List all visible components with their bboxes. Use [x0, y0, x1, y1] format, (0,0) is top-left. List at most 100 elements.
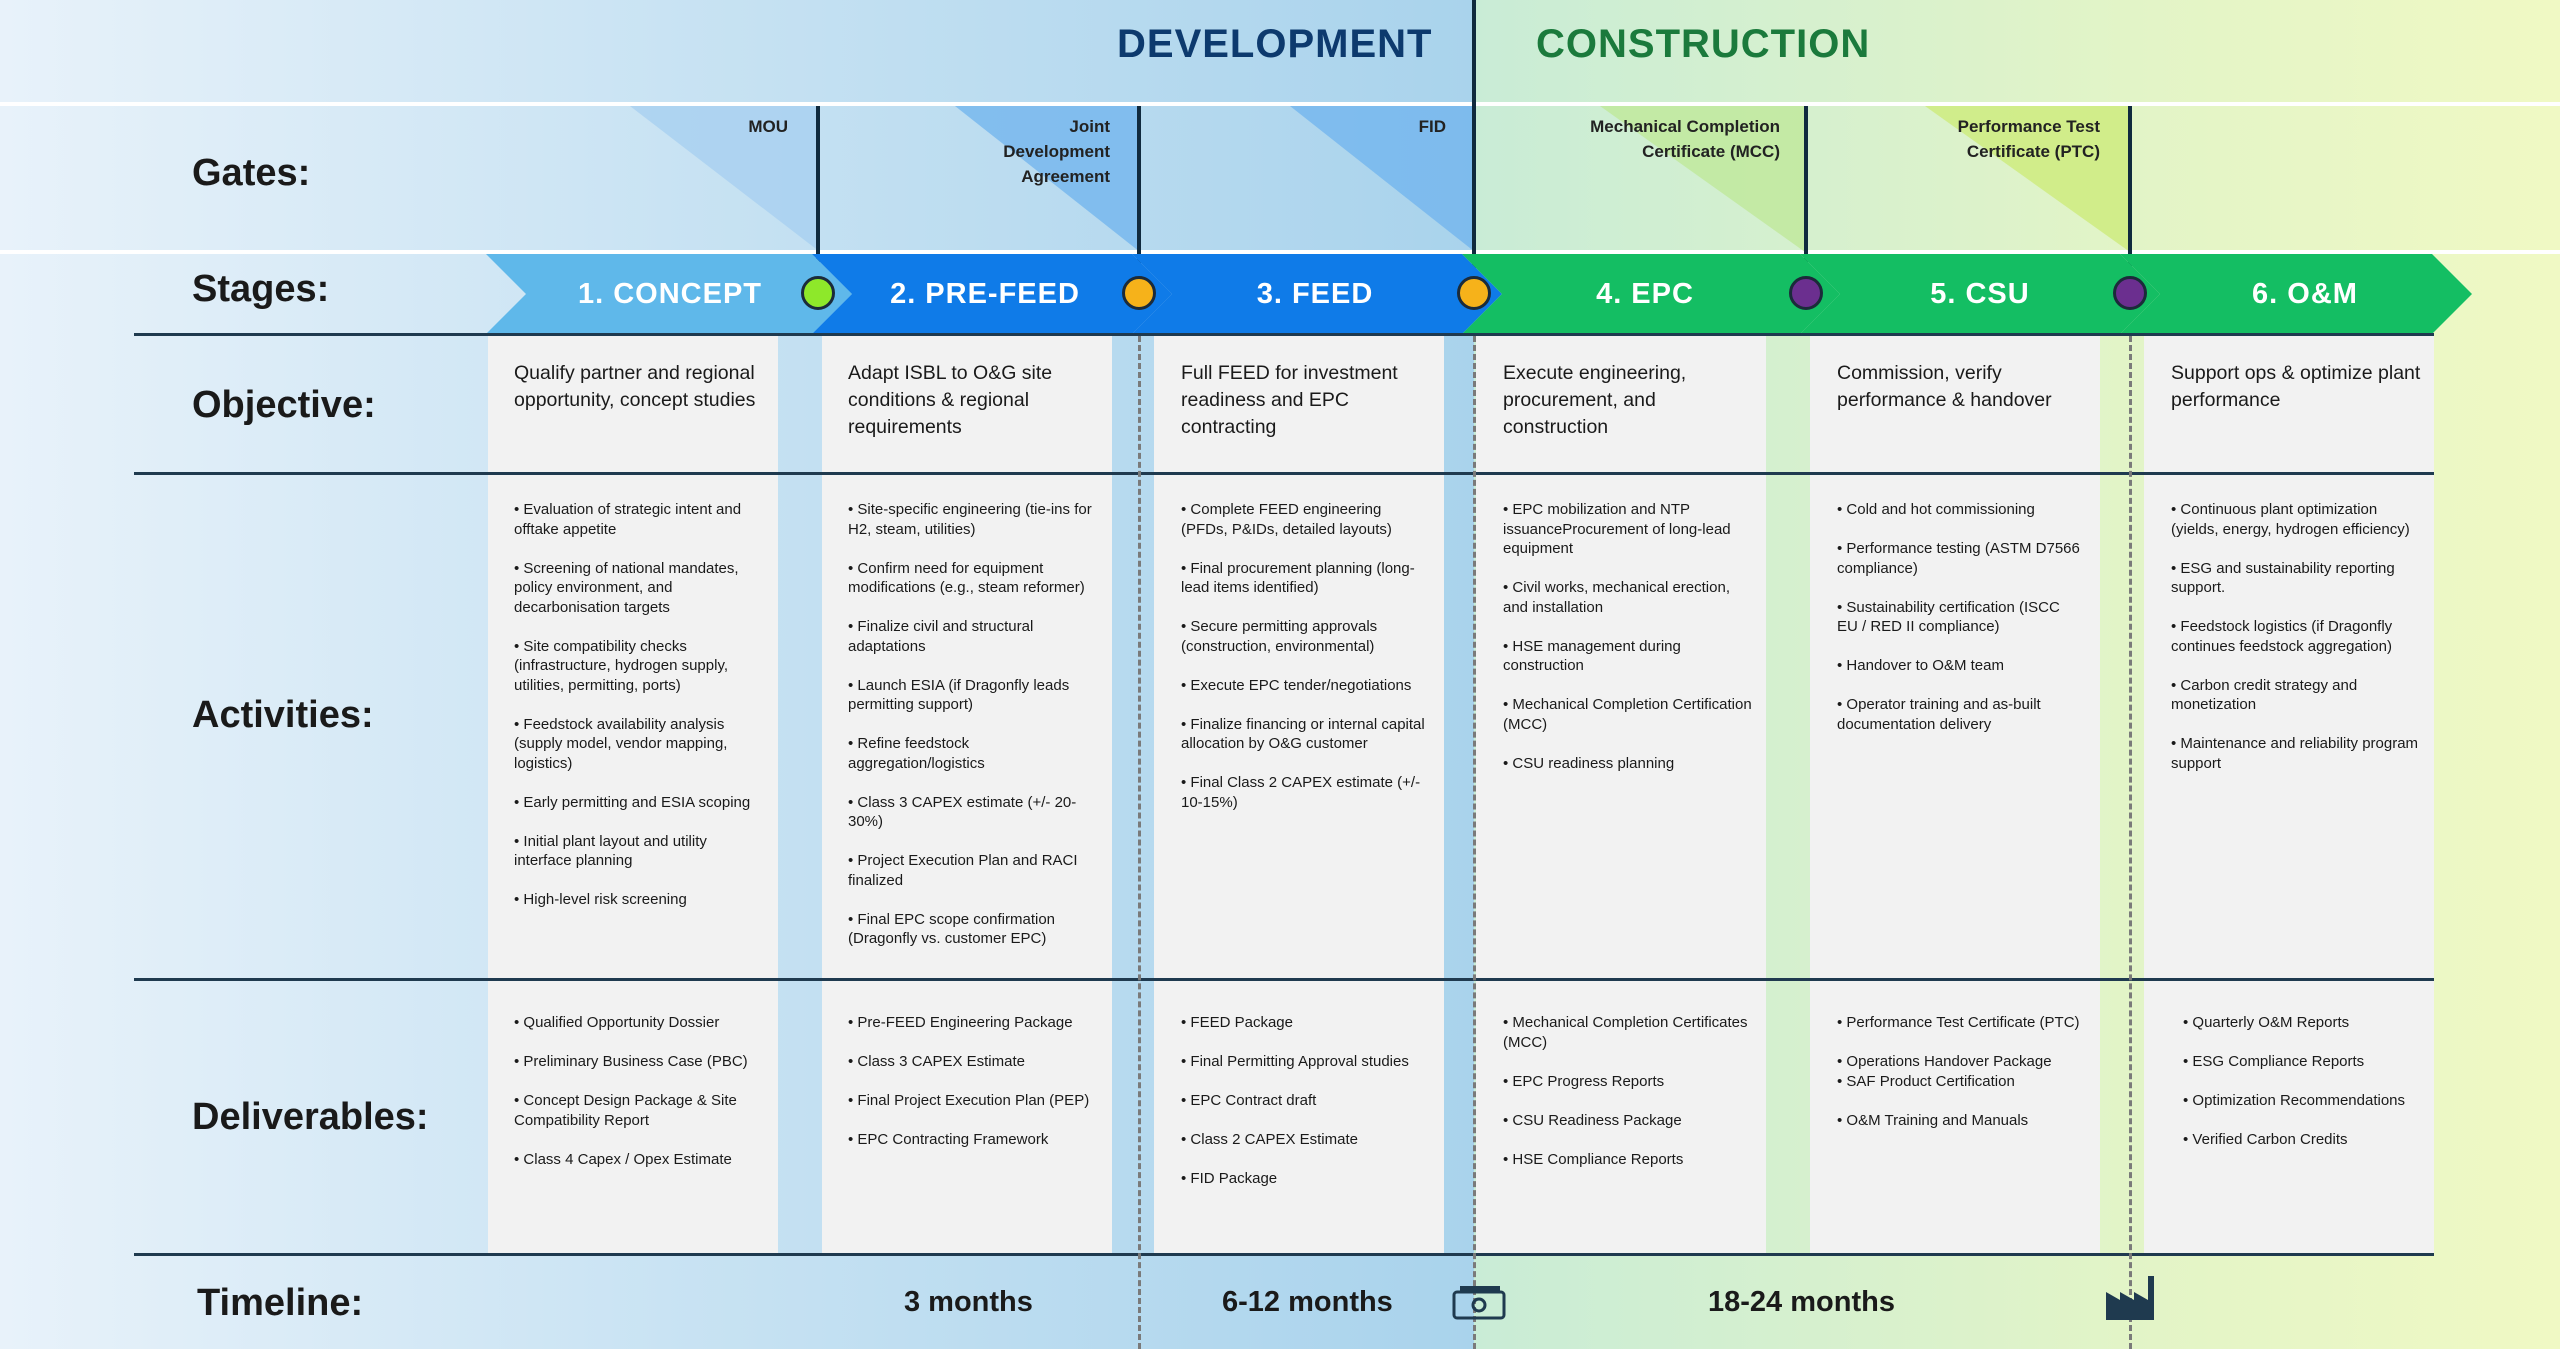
list-item: Cold and hot commissioning — [1837, 500, 2082, 520]
gate-dot-mou — [801, 276, 835, 310]
gate-label-mou: MOU — [748, 117, 788, 136]
row-divider — [134, 978, 2434, 981]
deliverables-concept: Qualified Opportunity Dossier Preliminar… — [514, 1013, 764, 1189]
gate-label-mcc: Mechanical Completion Certificate (MCC) — [1590, 117, 1780, 161]
gate-dashed-line — [2129, 336, 2132, 1349]
divider — [0, 250, 2560, 254]
gate-dot-jda — [1122, 276, 1156, 310]
deliverables-prefeed: Pre-FEED Engineering Package Class 3 CAP… — [848, 1013, 1098, 1169]
divider — [0, 102, 2560, 106]
list-item: Class 4 Capex / Opex Estimate — [514, 1150, 764, 1170]
activities-epc: EPC mobilization and NTP issuanceProcure… — [1503, 500, 1753, 793]
list-item: EPC Progress Reports — [1503, 1072, 1753, 1092]
row-label-gates: Gates: — [192, 152, 311, 194]
list-item: HSE Compliance Reports — [1503, 1150, 1753, 1170]
list-item: Complete FEED engineering (PFDs, P&IDs, … — [1181, 500, 1431, 539]
list-item: Screening of national mandates, policy e… — [514, 559, 754, 618]
list-item: ESG Compliance Reports — [2183, 1052, 2428, 1072]
list-item: Concept Design Package & Site Compatibil… — [514, 1091, 764, 1130]
list-item: Mechanical Completion Certification (MCC… — [1503, 695, 1753, 734]
gate-dashed-line — [1473, 336, 1476, 1349]
deliverables-csu: Performance Test Certificate (PTC) Opera… — [1837, 1013, 2087, 1150]
objective-csu: Commission, verify performance & handove… — [1837, 362, 2052, 411]
list-item: Final Permitting Approval studies — [1181, 1052, 1431, 1072]
gate-label-jda: Joint Development Agreement — [1003, 117, 1110, 186]
objective-epc: Execute engineering, procurement, and co… — [1503, 362, 1687, 438]
factory-icon — [2106, 1276, 2154, 1320]
list-item: HSE management during construction — [1503, 637, 1753, 676]
list-item: Preliminary Business Case (PBC) — [514, 1052, 764, 1072]
stage-epc: 4. EPC — [1596, 277, 1694, 310]
list-item: Quarterly O&M Reports — [2183, 1013, 2428, 1033]
column-csu — [1810, 336, 2100, 1254]
gate-label-ptc: Performance Test Certificate (PTC) — [1957, 117, 2100, 161]
gate-dot-fid — [1457, 276, 1491, 310]
objective-concept: Qualify partner and regional opportunity… — [514, 362, 756, 411]
list-item: O&M Training and Manuals — [1837, 1111, 2087, 1131]
row-label-activities: Activities: — [192, 694, 374, 736]
gate-shading — [630, 106, 820, 252]
stage-csu: 5. CSU — [1930, 277, 2030, 310]
list-item: CSU readiness planning — [1503, 754, 1753, 774]
list-item: Sustainability certification (ISCC EU / … — [1837, 598, 2082, 637]
list-item: Site compatibility checks (infrastructur… — [514, 637, 754, 696]
row-divider — [134, 1253, 2434, 1256]
list-item: Secure permitting approvals (constructio… — [1181, 617, 1431, 656]
activities-concept: Evaluation of strategic intent and offta… — [514, 500, 754, 929]
list-item: Confirm need for equipment modifications… — [848, 559, 1098, 598]
phase-construction-heading: CONSTRUCTION — [1536, 22, 1871, 66]
list-item: Mechanical Completion Certificates (MCC) — [1503, 1013, 1753, 1052]
gate-line — [1137, 106, 1141, 294]
timeline-feed: 6-12 months — [1222, 1286, 1393, 1318]
gate-line — [1804, 106, 1808, 294]
row-label-objective: Objective: — [192, 384, 376, 426]
gate-line — [816, 106, 820, 294]
gate-shading — [1600, 106, 1805, 252]
list-item: Feedstock logistics (if Dragonfly contin… — [2171, 617, 2421, 656]
list-item: Refine feedstock aggregation/logistics — [848, 734, 1098, 773]
list-item: Feedstock availability analysis (supply … — [514, 715, 754, 774]
list-item: ESG and sustainability reporting support… — [2171, 559, 2421, 598]
list-item: Performance Test Certificate (PTC) — [1837, 1013, 2087, 1033]
timeline-construction: 18-24 months — [1708, 1286, 1895, 1318]
list-item: Project Execution Plan and RACI finalize… — [848, 851, 1098, 890]
list-item: Finalize financing or internal capital a… — [1181, 715, 1431, 754]
activities-feed: Complete FEED engineering (PFDs, P&IDs, … — [1181, 500, 1431, 832]
gate-dot-mcc — [1789, 276, 1823, 310]
list-item: Final Project Execution Plan (PEP) — [848, 1091, 1098, 1111]
objective-prefeed: Adapt ISBL to O&G site conditions & regi… — [848, 362, 1053, 438]
list-item: FEED Package — [1181, 1013, 1431, 1033]
gate-line — [2128, 106, 2132, 294]
list-item: Execute EPC tender/negotiations — [1181, 676, 1431, 696]
list-item: CSU Readiness Package — [1503, 1111, 1753, 1131]
list-item: Class 2 CAPEX Estimate — [1181, 1130, 1431, 1150]
money-icon — [1452, 1286, 1506, 1320]
row-divider — [134, 472, 2434, 475]
row-label-timeline: Timeline: — [197, 1282, 364, 1324]
stage-chevrons — [486, 254, 2472, 334]
stage-prefeed: 2. PRE-FEED — [890, 277, 1080, 310]
list-item: FID Package — [1181, 1169, 1431, 1189]
row-label-stages: Stages: — [192, 268, 330, 310]
list-item: Pre-FEED Engineering Package — [848, 1013, 1098, 1033]
phase-development-heading: DEVELOPMENT — [1117, 22, 1433, 66]
stage-feed: 3. FEED — [1256, 277, 1374, 310]
gate-dashed-line — [1138, 336, 1141, 1349]
gate-label-fid: FID — [1418, 117, 1446, 136]
gate-line — [1472, 0, 1476, 294]
activities-prefeed: Site-specific engineering (tie-ins for H… — [848, 500, 1098, 968]
deliverables-feed: FEED Package Final Permitting Approval s… — [1181, 1013, 1431, 1208]
list-item: Final procurement planning (long-lead it… — [1181, 559, 1431, 598]
activities-om: Continuous plant optimization (yields, e… — [2171, 500, 2421, 793]
list-item: EPC Contract draft — [1181, 1091, 1431, 1111]
list-item: Continuous plant optimization (yields, e… — [2171, 500, 2421, 539]
list-item: Qualified Opportunity Dossier — [514, 1013, 764, 1033]
list-item: EPC Contracting Framework — [848, 1130, 1098, 1150]
list-item: Optimization Recommendations — [2183, 1091, 2428, 1111]
list-item: Operator training and as-built documenta… — [1837, 695, 2082, 734]
list-item: EPC mobilization and NTP issuanceProcure… — [1503, 500, 1753, 559]
stage-concept: 1. CONCEPT — [577, 277, 763, 310]
list-item: Class 3 CAPEX Estimate — [848, 1052, 1098, 1072]
list-item: Early permitting and ESIA scoping — [514, 793, 754, 813]
column-epc — [1476, 336, 1766, 1254]
